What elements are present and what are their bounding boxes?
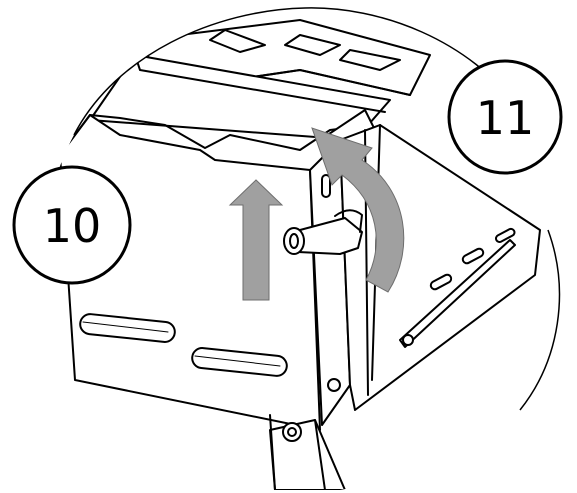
latch-clip xyxy=(283,209,363,255)
step-label-10: 10 xyxy=(43,199,102,253)
step-label-11: 11 xyxy=(476,91,535,145)
up-arrow-icon xyxy=(228,179,284,301)
step-circle xyxy=(447,59,563,175)
step-callout-11: 11 xyxy=(447,59,563,175)
detail-outline xyxy=(73,7,521,136)
panel-slot xyxy=(79,313,176,343)
step-circle xyxy=(12,165,132,285)
bottom-foot xyxy=(269,419,346,491)
curved-arrow-icon xyxy=(311,127,405,293)
panel-slot xyxy=(191,347,288,377)
step-callout-10: 10 xyxy=(12,165,132,285)
